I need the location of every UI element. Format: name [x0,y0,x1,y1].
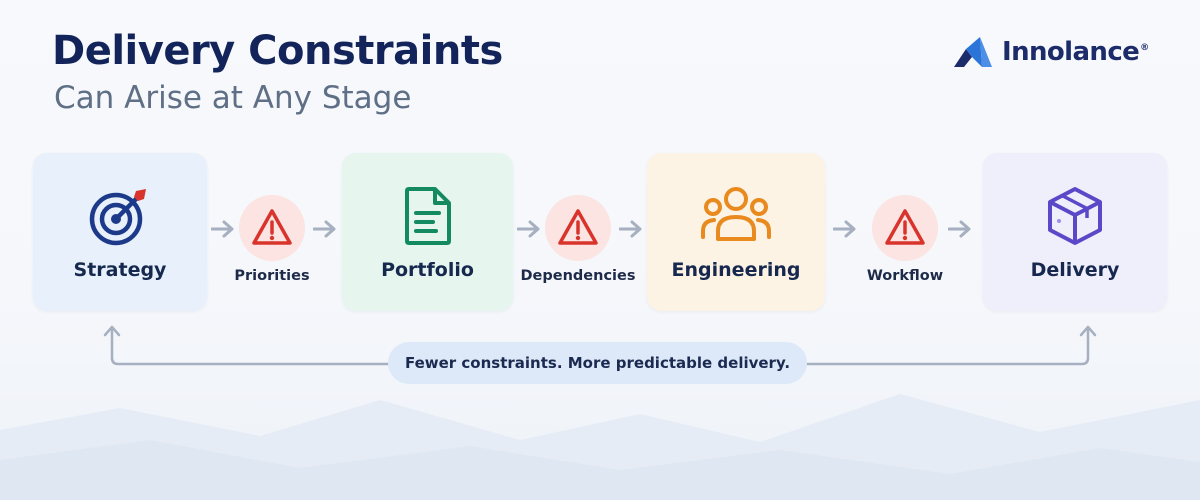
stage-label-strategy: Strategy [73,259,167,281]
constraint-label-dependencies: Dependencies [520,268,636,284]
footer-message: Fewer constraints. More predictable deli… [388,342,807,384]
document-icon [404,187,451,245]
stage-label-portfolio: Portfolio [381,259,474,281]
stage-card-engineering: Engineering [647,153,825,311]
flow-arrow [833,220,856,238]
stage-card-strategy: Strategy [33,153,207,311]
team-icon [701,187,771,241]
flow-arrow [948,220,971,238]
constraint-warning-workflow [872,195,938,261]
target-icon [89,189,146,246]
flow-arrow [619,220,642,238]
constraint-label-priorities: Priorities [234,268,310,284]
page-title: Delivery Constraints [52,28,503,74]
constraint-warning-priorities [239,195,305,261]
mountains-background [0,394,1200,500]
warning-icon [885,209,925,245]
flow-arrow [517,220,540,238]
stage-card-portfolio: Portfolio [342,153,513,311]
registered-mark: ® [1140,43,1149,54]
logo-mark-icon [954,37,992,67]
cube-icon [1048,187,1102,245]
constraint-label-workflow: Workflow [866,268,944,284]
stage-label-delivery: Delivery [1030,259,1120,281]
warning-icon [252,209,292,245]
stage-card-delivery: Delivery [983,153,1167,311]
constraint-warning-dependencies [545,195,611,261]
flow-arrow [211,220,234,238]
stage-label-engineering: Engineering [671,259,801,281]
brand-logo: Innolance® [952,32,1149,72]
flow-arrow [313,220,336,238]
page-subtitle: Can Arise at Any Stage [54,80,412,116]
feedback-loop [103,325,1097,366]
warning-icon [558,209,598,245]
logo-wordmark: Innolance® [1002,37,1149,67]
